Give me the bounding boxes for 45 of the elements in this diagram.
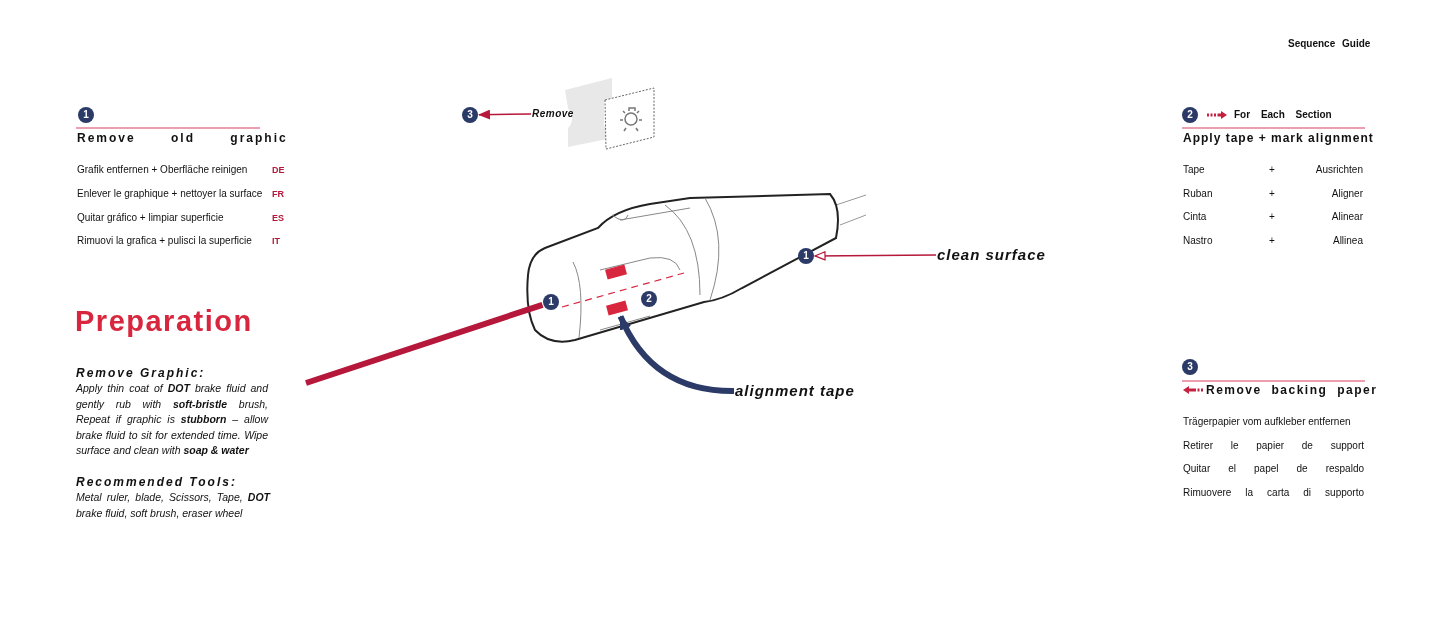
table-cell: + bbox=[1269, 211, 1275, 223]
language-code: IT bbox=[272, 236, 280, 246]
arrow bbox=[617, 315, 735, 395]
paragraph: Metal ruler, blade, Scissors, Tape, DOT brake fluid, soft brush, eraser wheel bbox=[76, 490, 270, 521]
table-cell: Nastro bbox=[1183, 235, 1213, 247]
step-heading: Apply tape + mark alignment bbox=[1183, 131, 1374, 145]
language-code: DE bbox=[272, 165, 285, 175]
instruction-text: Trägerpapier vom aufkleber entfernen bbox=[1183, 416, 1351, 427]
table-cell-text: Aligner bbox=[1330, 187, 1363, 199]
table-cell-text: Alinear bbox=[1330, 211, 1363, 223]
arrow bbox=[478, 109, 532, 120]
table-cell: + bbox=[1269, 187, 1275, 199]
table-cell: Cinta bbox=[1183, 211, 1207, 223]
table-cell-text: Ausrichten bbox=[1314, 164, 1363, 175]
instruction-text: Rimuovi la grafica + pulisci la superficie bbox=[77, 235, 252, 246]
table-cell: + bbox=[1269, 235, 1275, 247]
callout-number: 3 bbox=[1182, 359, 1198, 375]
callout-number: 1 bbox=[798, 248, 814, 264]
paragraph: Apply thin coat of DOT brake fluid and gently rub with soft-bristle brush, Repeat if graphic is stubborn – allow brake fluid to sit for extended time. Wipe surface and clean with soap & water bbox=[76, 381, 268, 458]
table-cell: Ruban bbox=[1183, 187, 1213, 199]
instruction-text: Rimuovere la carta di supporto bbox=[1183, 487, 1364, 499]
callout-number: 1 bbox=[78, 107, 94, 123]
instruction-text: Retirer le papier de support bbox=[1183, 439, 1364, 451]
callout-label: Remove bbox=[532, 108, 574, 119]
instruction-text: Enlever le graphique + nettoyer la surface bbox=[77, 188, 263, 199]
instruction-text: Quitar el papel de respaldo bbox=[1183, 463, 1364, 475]
table-cell: Tape bbox=[1183, 164, 1205, 175]
instruction-text: Grafik entfernen + Oberfläche reinigen bbox=[77, 164, 248, 175]
page-header: Sequence Guide bbox=[1288, 38, 1371, 49]
callout-label: alignment tape bbox=[735, 382, 855, 399]
step-heading: Remove old graphic bbox=[77, 131, 288, 145]
language-code: FR bbox=[272, 189, 284, 199]
page-title: Preparation bbox=[75, 305, 253, 338]
table-cell: + bbox=[1269, 164, 1275, 175]
instruction-text: Quitar gráfico + limpiar superficie bbox=[77, 212, 224, 223]
subheading: Recommended Tools: bbox=[76, 475, 237, 489]
callout-label: clean surface bbox=[937, 246, 1046, 263]
callout-number: 2 bbox=[1182, 107, 1198, 123]
arrow bbox=[814, 251, 937, 261]
step-heading: For Each Section bbox=[1234, 109, 1332, 120]
language-code: ES bbox=[272, 213, 284, 223]
step-heading: Remove backing paper bbox=[1206, 383, 1378, 397]
callout-number: 3 bbox=[462, 107, 478, 123]
table-cell-text: Allinea bbox=[1331, 235, 1363, 247]
subheading: Remove Graphic: bbox=[76, 366, 206, 380]
